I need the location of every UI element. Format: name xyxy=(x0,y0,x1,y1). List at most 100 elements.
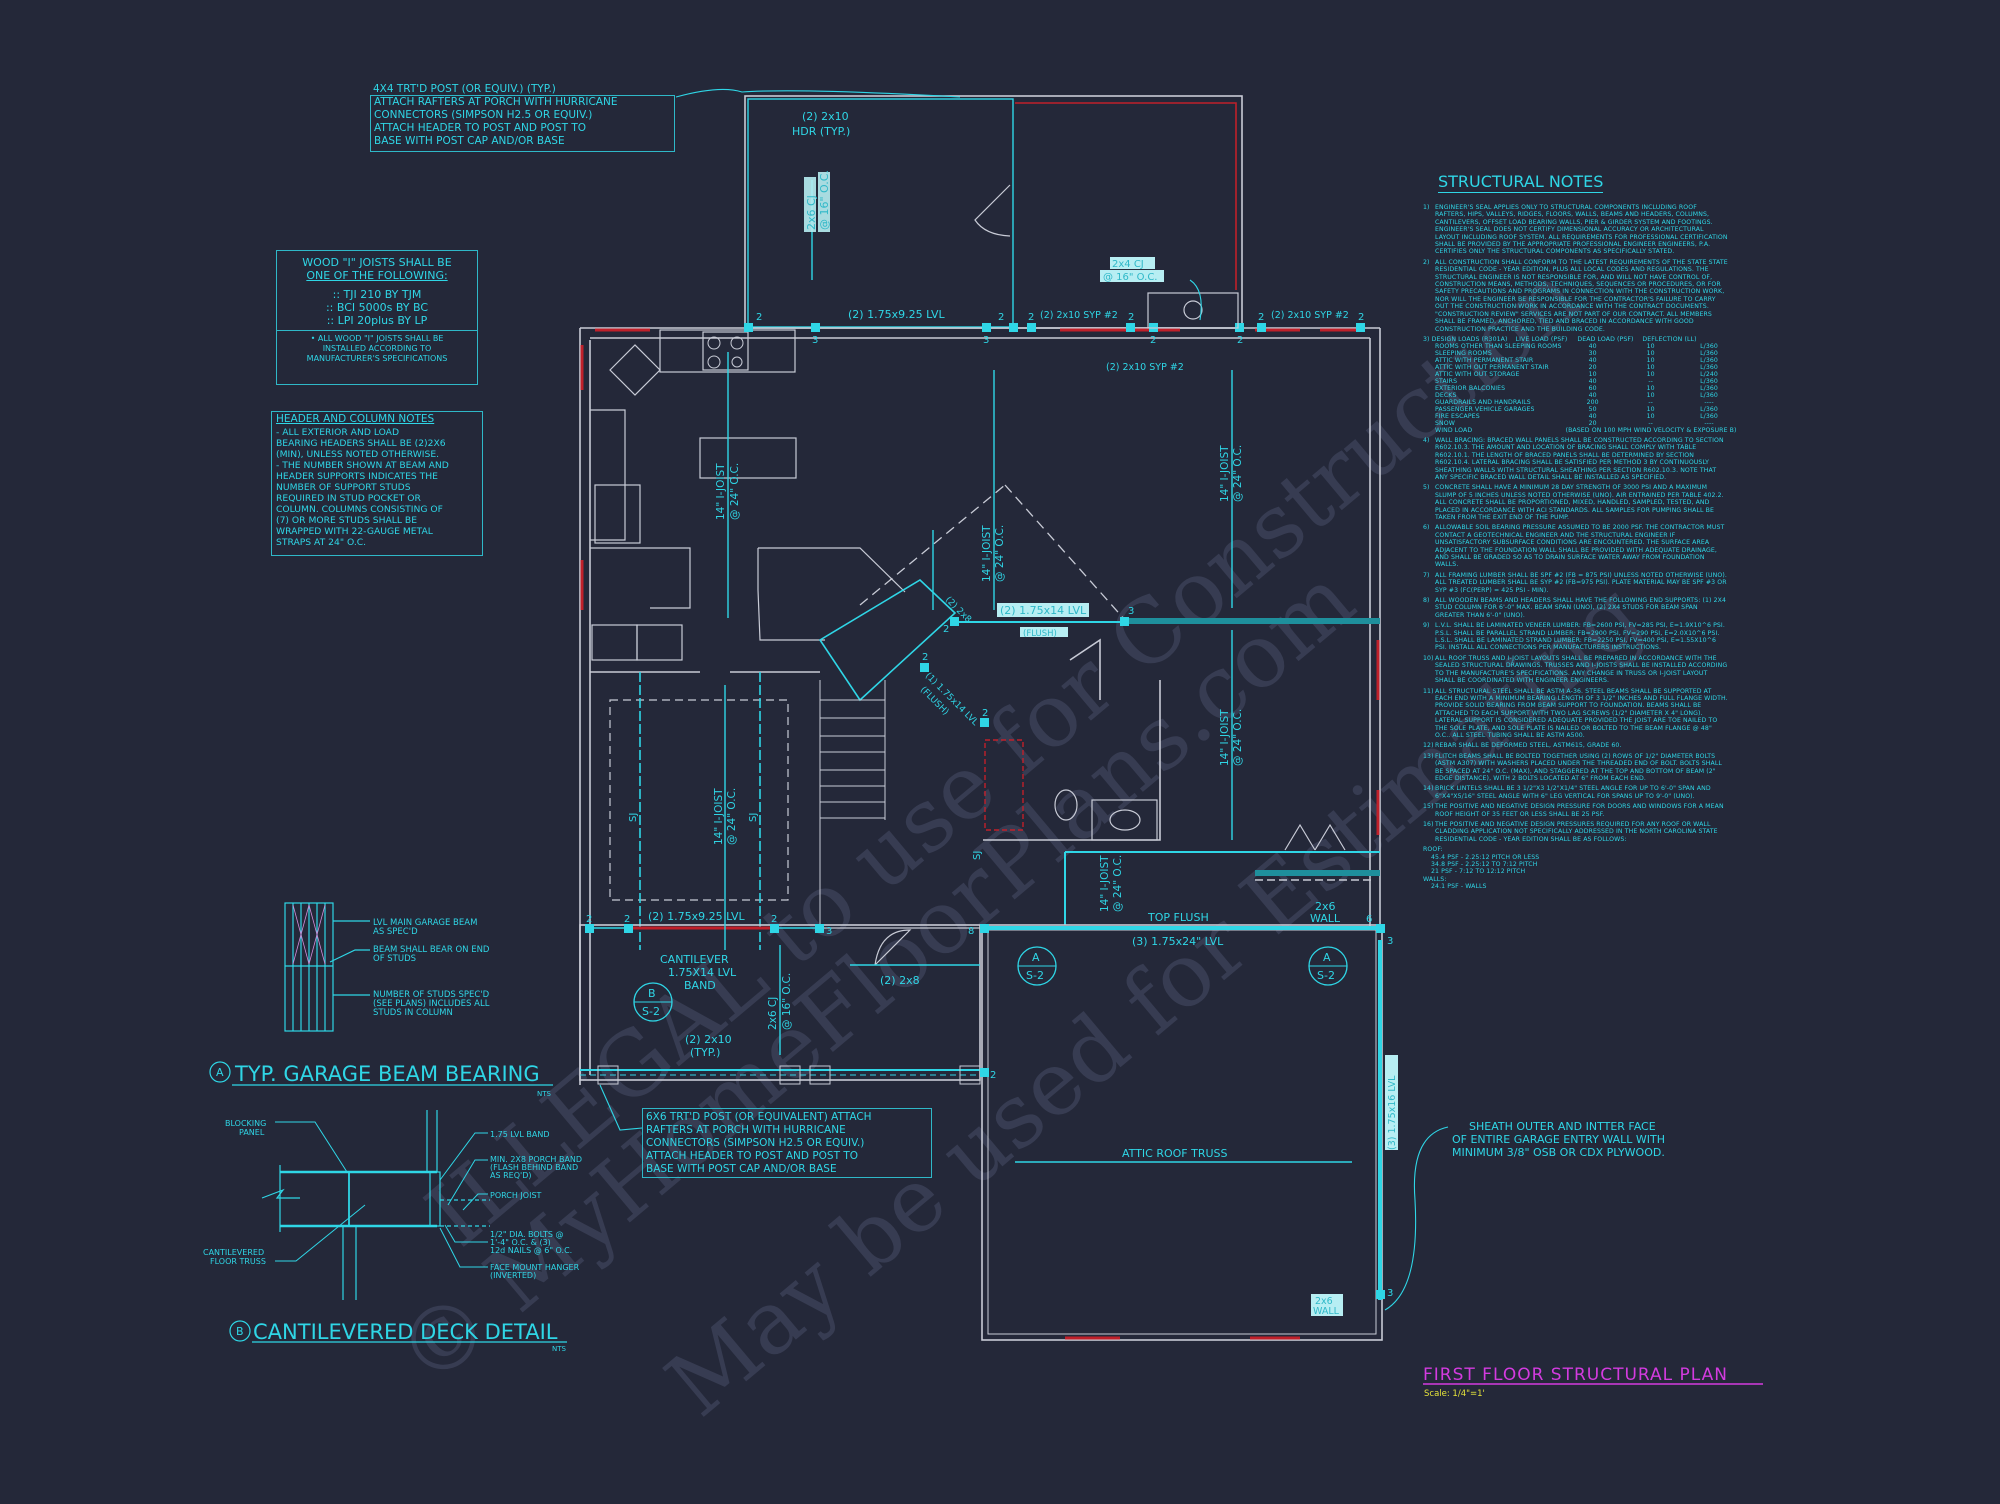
porch-header-label: (2) 2x10 xyxy=(802,110,849,123)
svg-text:(FLASH BEHIND BAND: (FLASH BEHIND BAND xyxy=(490,1163,578,1172)
cantilever-band: BAND xyxy=(684,979,716,992)
svg-text:(INVERTED): (INVERTED) xyxy=(490,1271,536,1280)
svg-text:A: A xyxy=(216,1066,224,1079)
svg-text:3: 3 xyxy=(812,335,818,346)
joist-kitchen-label: 14" I-JOIST xyxy=(715,463,727,520)
svg-text:BEAM SHALL BEAR ON END: BEAM SHALL BEAR ON END xyxy=(373,945,490,955)
detail-a-title: TYP. GARAGE BEAM BEARING xyxy=(234,1062,540,1086)
detail-a-text: LVL MAIN GARAGE BEAM AS SPEC'D BEAM SHAL… xyxy=(216,918,552,1098)
attic-truss-label: ATTIC ROOF TRUSS xyxy=(1122,1147,1228,1160)
svg-text:FLOOR TRUSS: FLOOR TRUSS xyxy=(210,1257,266,1266)
svg-text:B: B xyxy=(236,1325,244,1338)
svg-text:B: B xyxy=(648,987,656,1000)
sheath-note: SHEATH OUTER AND INTTER FACE OF ENTIRE G… xyxy=(1452,1120,1665,1159)
plan-annotations: (2) 2x10 HDR (TYP.) 2x6 CJ @ 16" O.C. (2… xyxy=(586,110,1398,1317)
note-line: SHEATH OUTER AND INTTER FACE xyxy=(1469,1120,1656,1133)
svg-text:BLOCKING: BLOCKING xyxy=(225,1119,266,1128)
svg-text:S-2: S-2 xyxy=(642,1005,660,1018)
top-flush-label: TOP FLUSH xyxy=(1147,911,1209,924)
joist-diag-label: 14" I-JOIST xyxy=(981,525,993,582)
svg-text:S-2: S-2 xyxy=(1317,969,1335,982)
joist-option: :: BCI 5000s BY BC xyxy=(325,301,429,314)
dryer xyxy=(636,624,683,661)
porch-post-note-heading: 4x4 TRT'D POST (OR EQUIV.) (TYP.) xyxy=(373,83,556,95)
svg-text:OF STUDS: OF STUDS xyxy=(373,954,416,964)
fireplace xyxy=(1147,292,1239,329)
svg-text:PANEL: PANEL xyxy=(239,1128,265,1137)
svg-text:LVL MAIN GARAGE BEAM: LVL MAIN GARAGE BEAM xyxy=(373,918,477,928)
note-line: 6x6 TRT'D POST (OR EQUIVALENT) ATTACH xyxy=(646,1111,872,1123)
sink xyxy=(1109,809,1141,831)
wall-2x6-top-2: WALL xyxy=(1310,912,1341,925)
porch-cj2-label: 2x6 CJ xyxy=(767,997,779,1030)
bathtub xyxy=(984,739,1024,831)
note-line: BASE WITH POST CAP AND/OR BASE xyxy=(646,1163,837,1175)
svg-text:S-2: S-2 xyxy=(1026,969,1044,982)
detail-b-title: CANTILEVERED DECK DETAIL xyxy=(253,1320,558,1344)
cj-2x4-label: 2x4 CJ xyxy=(1112,259,1144,270)
stair-treads xyxy=(819,680,886,930)
joist-right-mid-spacing: @ 24" O.C. xyxy=(1232,709,1244,766)
wall-2x6-bottom: 2x6 xyxy=(1315,1296,1333,1307)
svg-text:AS REQ'D): AS REQ'D) xyxy=(490,1171,531,1180)
leaders xyxy=(599,88,1449,1311)
design-loads: 3) DESIGN LOADS (R301A)LIVE LOAD (PSF)DE… xyxy=(1423,336,1736,434)
note-line: REQUIRED IN STUD POCKET OR xyxy=(276,493,421,504)
porch-post-note-bottom: 6x6 TRT'D POST (OR EQUIVALENT) ATTACH RA… xyxy=(642,1108,932,1178)
note-line: OF ENTIRE GARAGE ENTRY WALL WITH xyxy=(1452,1133,1665,1146)
svg-text:2: 2 xyxy=(943,624,949,635)
washer xyxy=(591,624,638,661)
header-column-notes-title: HEADER AND COLUMN NOTES xyxy=(276,413,435,425)
joist-right-top-label: 14" I-JOIST xyxy=(1219,445,1231,502)
syp-left-label: (2) 2x10 SYP #2 xyxy=(1040,310,1118,321)
kitchen-sink xyxy=(609,344,661,396)
svg-text:8: 8 xyxy=(968,926,974,937)
note-line: ATTACH HEADER TO POST AND POST TO xyxy=(646,1150,859,1162)
svg-text:2: 2 xyxy=(990,1070,996,1081)
svg-text:3: 3 xyxy=(1128,606,1134,617)
joist-hall-label: 14" I-JOIST xyxy=(1099,855,1111,912)
red-header-porch xyxy=(1015,102,1237,290)
garage-lvl-label: (3) 1.75x24" LVL xyxy=(1132,935,1224,948)
svg-text:2: 2 xyxy=(1358,312,1364,323)
porch-post-note-line: CONNECTORS (SIMPSON H2.5 OR EQUIV.) xyxy=(374,109,593,121)
structural-note-4: 4)WALL BRACING: BRACED WALL PANELS SHALL… xyxy=(1423,436,1724,481)
svg-text:2: 2 xyxy=(586,914,592,925)
flush-label: (FLUSH) xyxy=(1023,629,1057,639)
refrigerator xyxy=(594,484,641,544)
sheet-title: FIRST FLOOR STRUCTURAL PLAN xyxy=(1423,1365,1728,1385)
lvl-14-label: (2) 1.75x14 LVL xyxy=(1000,604,1087,617)
porch-post-note-line: BASE WITH POST CAP AND/OR BASE xyxy=(374,135,565,147)
sj-label-1: SJ xyxy=(628,813,639,822)
screened-porch-beam-frame xyxy=(747,98,1014,328)
porch-2x10-label: (2) 2x10 xyxy=(685,1033,732,1046)
svg-text:3: 3 xyxy=(1387,1288,1393,1299)
svg-text:1'-4" O.C. & (3): 1'-4" O.C. & (3) xyxy=(490,1238,551,1247)
svg-text:3: 3 xyxy=(983,335,989,346)
detail-b-text: BLOCKING PANEL CANTILEVERED FLOOR TRUSS … xyxy=(203,1119,582,1353)
porch-cj-label: 2x6 CJ xyxy=(805,195,818,230)
note-line: BEARING HEADERS SHALL BE (2)2X6 xyxy=(276,438,446,449)
svg-text:2: 2 xyxy=(1237,335,1243,346)
svg-text:2: 2 xyxy=(982,708,988,719)
joist-diag-spacing: @ 24" O.C. xyxy=(994,525,1006,582)
kitchen-counter-left xyxy=(590,409,626,541)
svg-text:MIN. 2X8 PORCH BAND: MIN. 2X8 PORCH BAND xyxy=(490,1155,582,1164)
wall-2x6-bottom-2: WALL xyxy=(1313,1306,1340,1317)
joist-note-subheading: ONE OF THE FOLLOWING: xyxy=(306,269,448,282)
porch-cj2-spacing: @ 16" O.C. xyxy=(781,973,793,1030)
joist-right-mid-label: 14" I-JOIST xyxy=(1219,709,1231,766)
joist-note-footer: INSTALLED ACCORDING TO xyxy=(322,344,432,353)
note-line: (7) OR MORE STUDS SHALL BE xyxy=(276,515,418,526)
structural-note-13: 13)FLITCH BEAMS SHALL BE BOLTED TOGETHER… xyxy=(1423,752,1722,782)
svg-text:NTS: NTS xyxy=(552,1345,567,1353)
structural-note-16: 16)THE POSITIVE AND NEGATIVE DESIGN PRES… xyxy=(1423,821,1718,843)
toilet xyxy=(1054,789,1078,821)
dining-lvl-label: (2) 1.75x9.25 LVL xyxy=(648,910,746,923)
section-marker-a-right: A S-2 xyxy=(1308,946,1348,986)
sj-label-2: SJ xyxy=(748,813,759,822)
structural-note-2: 2)ALL CONSTRUCTION SHALL CONFORM TO THE … xyxy=(1423,258,1728,333)
structural-note-9: 9)L.V.L. SHALL BE LAMINATED VENEER LUMBE… xyxy=(1423,622,1725,652)
note-line: COLUMN. COLUMNS CONSISTING OF xyxy=(276,504,443,515)
